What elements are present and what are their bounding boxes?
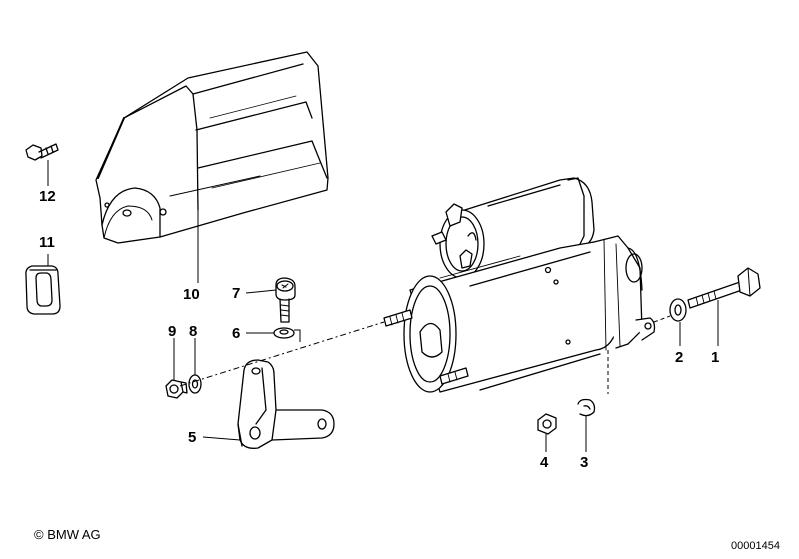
callout-2: 2: [675, 349, 684, 366]
callout-3: 3: [580, 454, 589, 471]
leader-lines: [48, 160, 718, 452]
bolt-part-1: [688, 268, 760, 308]
bolt-part-7: [276, 278, 295, 322]
grommet-part-11: [26, 266, 60, 314]
callout-8: 8: [189, 323, 198, 340]
callout-7: 7: [232, 285, 241, 302]
washer-part-6: [274, 328, 294, 338]
diagram-number: 00001454: [731, 540, 780, 552]
washer-part-2: [670, 299, 686, 321]
cover-part-10: [96, 52, 328, 243]
callout-12: 12: [39, 188, 56, 205]
nut-part-4: [538, 414, 556, 434]
starter-motor: [384, 178, 655, 392]
bracket-part-5: [238, 360, 334, 448]
washer-part-8: [189, 375, 201, 393]
bolt-part-12: [26, 144, 58, 160]
callout-11: 11: [39, 234, 55, 251]
callout-6: 6: [232, 325, 241, 342]
callout-9: 9: [168, 323, 177, 340]
callout-1: 1: [711, 349, 720, 366]
callout-10: 10: [183, 286, 200, 303]
callout-4: 4: [540, 454, 549, 471]
callout-5: 5: [188, 429, 197, 446]
nut-part-9: [166, 380, 187, 398]
copyright-notice: © BMW AG: [34, 527, 101, 542]
spring-washer-part-3: [578, 400, 595, 416]
